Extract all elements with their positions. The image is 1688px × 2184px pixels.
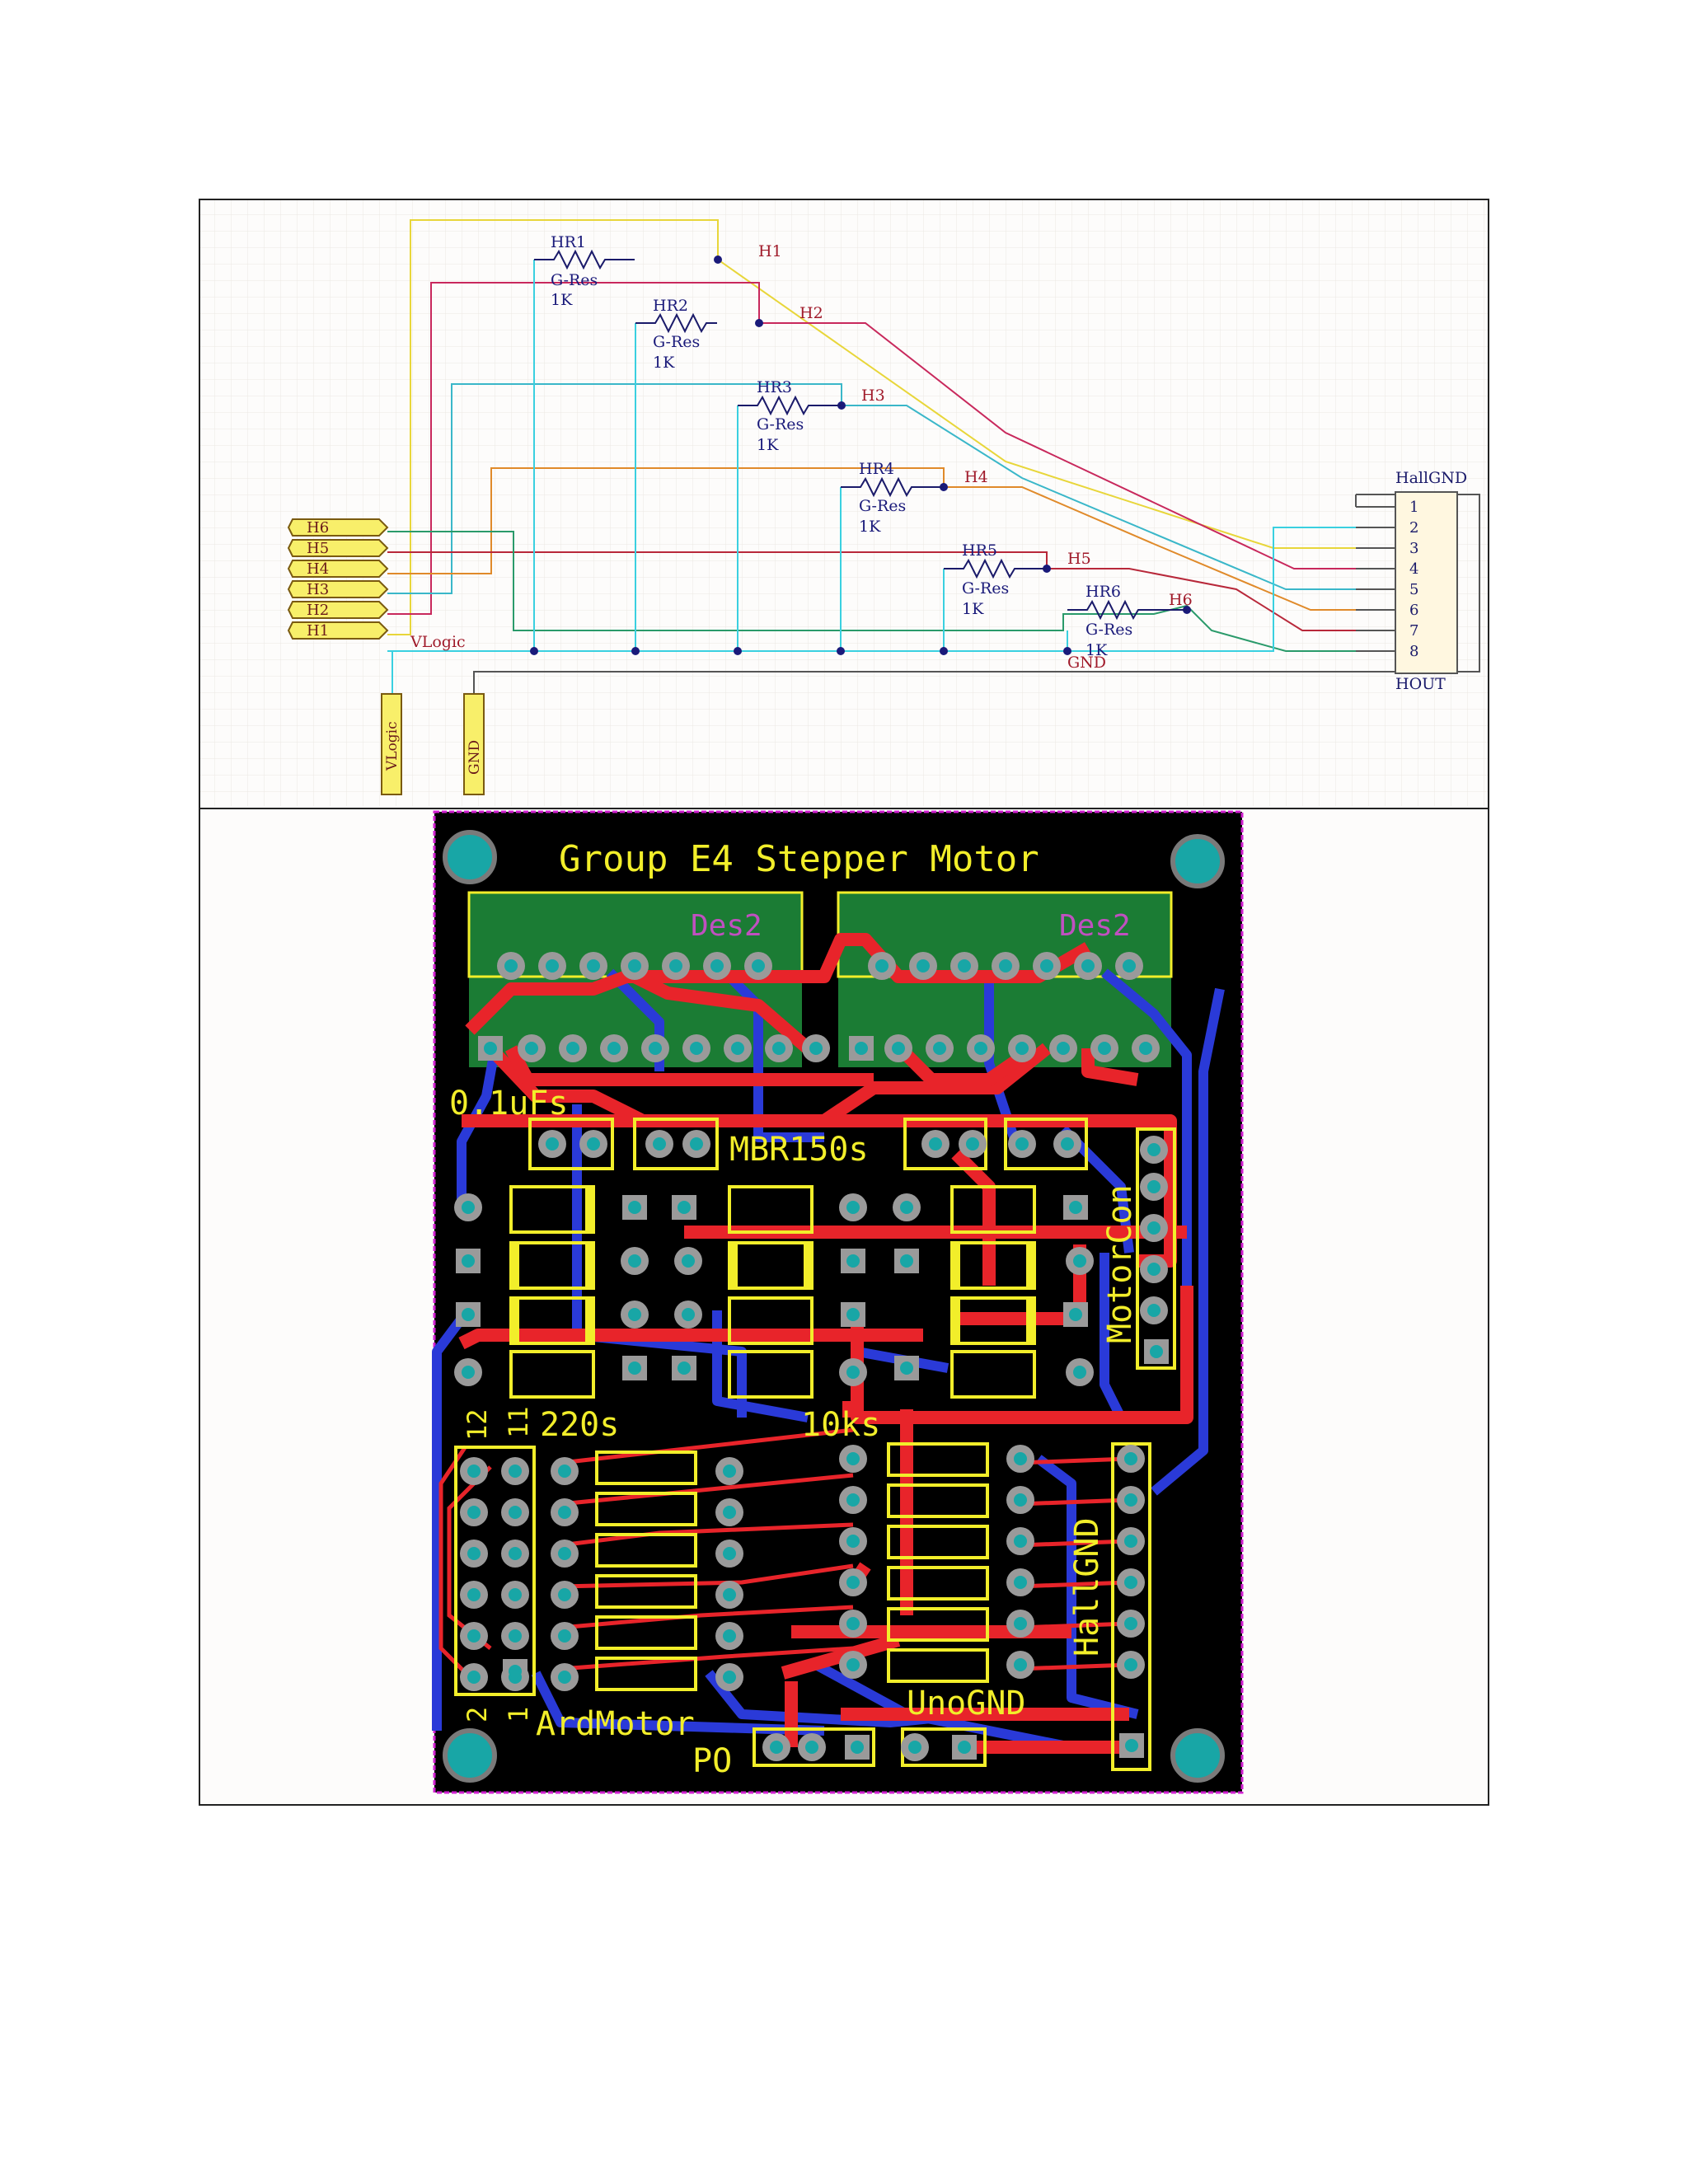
hr3-type: G-Res bbox=[757, 415, 804, 434]
hr2-ref: HR2 bbox=[653, 297, 688, 315]
net-label-h4: H4 bbox=[964, 468, 988, 486]
hr4-ref: HR4 bbox=[859, 460, 894, 478]
header-pin-2: 2 bbox=[1409, 519, 1418, 537]
wire-h1 bbox=[387, 219, 1356, 635]
port-h6: H6 bbox=[307, 519, 329, 537]
hr1-type: G-Res bbox=[551, 271, 598, 289]
hr4-type: G-Res bbox=[859, 497, 906, 515]
net-label-h5: H5 bbox=[1067, 550, 1091, 568]
header-pin-5: 5 bbox=[1409, 581, 1418, 598]
wire-h6 bbox=[387, 531, 1356, 652]
hr1-ref: HR1 bbox=[551, 233, 586, 251]
power-port-vlogic: VLogic bbox=[381, 693, 402, 795]
net-label-h6: H6 bbox=[1169, 591, 1193, 609]
svg-text:GND: GND bbox=[467, 740, 483, 775]
net-label-gnd: GND bbox=[1067, 654, 1106, 672]
net-labels: H1 H2 H3 H4 H5 H6 VLogic GND bbox=[410, 242, 1193, 672]
header-pin-8: 8 bbox=[1409, 643, 1418, 660]
net-label-h1: H1 bbox=[758, 242, 782, 260]
svg-text:VLogic: VLogic bbox=[384, 721, 401, 771]
header-pin-1: 1 bbox=[1409, 499, 1418, 516]
hr3-value: 1K bbox=[757, 436, 779, 454]
port-h1: H1 bbox=[307, 622, 329, 640]
hr5-ref: HR5 bbox=[962, 541, 997, 560]
net-label-vlogic: VLogic bbox=[410, 633, 466, 651]
port-h4: H4 bbox=[307, 560, 329, 578]
header-pin-7: 7 bbox=[1409, 622, 1418, 640]
header-pin-3: 3 bbox=[1409, 540, 1418, 557]
hr6-value: 1K bbox=[1085, 641, 1108, 659]
schematic-wires bbox=[387, 219, 1480, 694]
hr2-type: G-Res bbox=[653, 333, 700, 351]
port-stack: H6 H5 H4 H3 H2 H1 bbox=[287, 518, 389, 640]
resistor-labels: HR1 G-Res 1K HR2 G-Res 1K HR3 G-Res 1K H… bbox=[551, 233, 1132, 659]
hr5-type: G-Res bbox=[962, 579, 1009, 598]
wire-h5 bbox=[387, 551, 1356, 631]
hr3-ref: HR3 bbox=[757, 378, 792, 396]
hr5-value: 1K bbox=[962, 600, 984, 618]
port-h2: H2 bbox=[307, 602, 329, 619]
hall-header: 1 2 3 4 5 6 7 8 HallGND HOUT bbox=[1355, 469, 1467, 693]
header-pin-6: 6 bbox=[1409, 602, 1418, 619]
schematic-grid bbox=[200, 200, 1488, 806]
junction-dots bbox=[530, 255, 1191, 655]
port-h3: H3 bbox=[307, 581, 329, 598]
frame-divider bbox=[199, 808, 1489, 809]
wire-vlogic bbox=[387, 527, 1356, 652]
power-port-gnd: GND bbox=[463, 693, 485, 795]
hr2-value: 1K bbox=[653, 354, 675, 372]
net-label-h2: H2 bbox=[799, 304, 823, 322]
hr6-ref: HR6 bbox=[1085, 583, 1121, 601]
schematic-diagram: HR1 G-Res 1K HR2 G-Res 1K HR3 G-Res 1K H… bbox=[200, 200, 1488, 806]
hr1-value: 1K bbox=[551, 291, 573, 309]
resistor-symbols bbox=[534, 249, 1187, 621]
hr4-value: 1K bbox=[859, 518, 881, 536]
net-label-h3: H3 bbox=[861, 387, 885, 405]
header-pin-4: 4 bbox=[1409, 560, 1418, 578]
header-name: HallGND bbox=[1395, 469, 1467, 487]
header-designator: HOUT bbox=[1395, 675, 1446, 693]
hr6-type: G-Res bbox=[1085, 621, 1132, 639]
port-h5: H5 bbox=[307, 540, 329, 557]
